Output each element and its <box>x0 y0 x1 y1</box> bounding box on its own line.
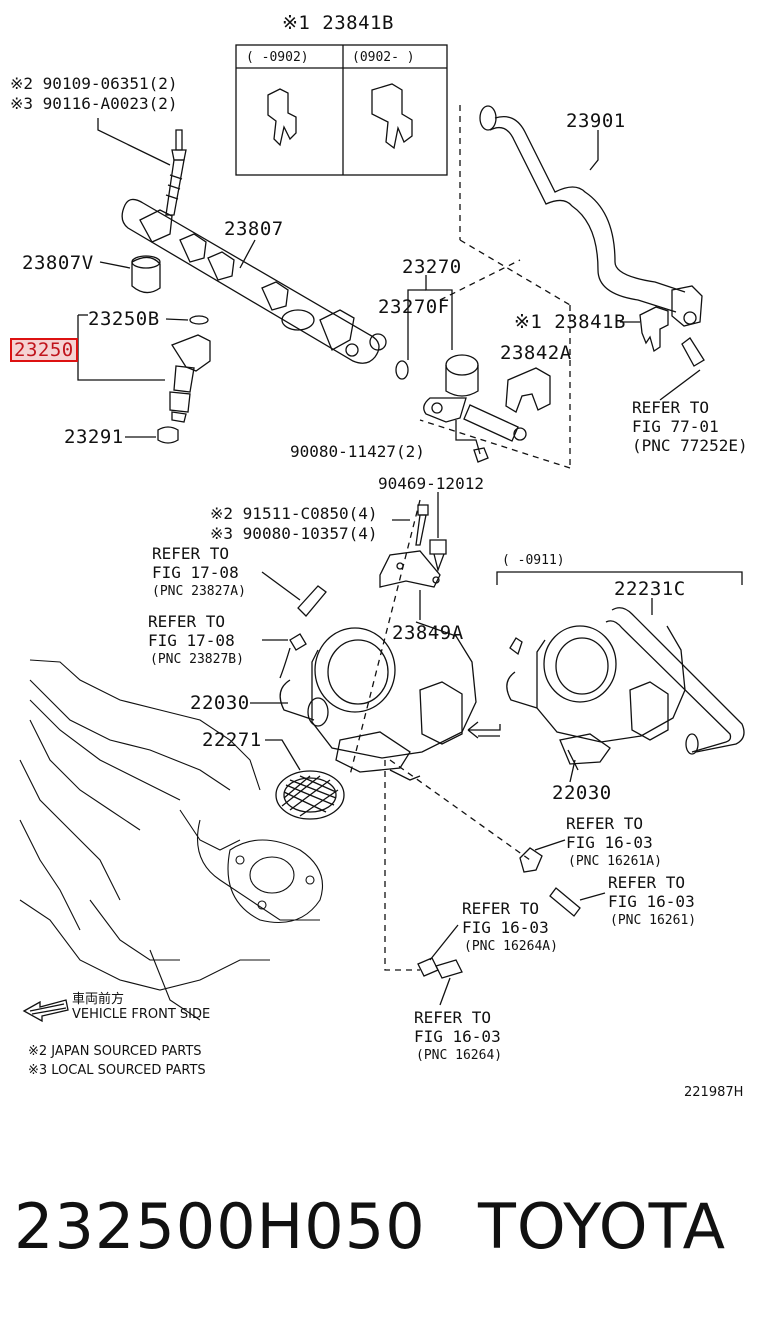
label-ref16264a-line3: (PNC 16264A) <box>464 939 558 954</box>
label-23841b-mid: ※1 23841B <box>514 311 626 333</box>
label-front-en: VEHICLE FRONT SIDE <box>72 1007 211 1022</box>
clamp-16264a <box>417 957 439 977</box>
label-22030-left: 22030 <box>190 692 250 714</box>
clip-23841b <box>639 306 669 353</box>
label-ref16261a-line3: (PNC 16261A) <box>568 854 662 869</box>
bolt-91511 <box>415 504 429 546</box>
label-ref16264-line3: (PNC 16264) <box>416 1048 503 1063</box>
throttle-body-right-22030 <box>506 625 686 771</box>
label-ref16261a-line1: REFER TO <box>566 814 644 833</box>
label-ref77-line1: REFER TO <box>632 398 710 417</box>
throttle-body-left-22030 <box>279 621 477 781</box>
label-front-jp: 車両前方 <box>72 992 125 1007</box>
hose-23901 <box>479 105 703 327</box>
pressure-regulator-23270 <box>395 354 527 442</box>
hose-16261 <box>549 887 581 917</box>
label-note-japan: ※2 JAPAN SOURCED PARTS <box>28 1044 202 1059</box>
injector-23250 <box>169 334 211 423</box>
label-23901: 23901 <box>566 110 626 132</box>
label-ref1708b-line1: REFER TO <box>148 612 226 631</box>
label-90080-10357: ※3 90080-10357(4) <box>210 524 378 543</box>
label-ref77-line2: FIG 77-01 <box>632 417 719 436</box>
label-ref1708a-line3: (PNC 23827A) <box>152 584 246 599</box>
label-22231c: 22231C <box>614 578 686 600</box>
label-ref16264a-line2: FIG 16-03 <box>462 918 549 937</box>
vehicle-front-arrow-icon <box>22 999 69 1023</box>
label-ref16261a-line2: FIG 16-03 <box>566 833 653 852</box>
bracket-23849a <box>379 550 441 588</box>
o-ring-23250b <box>189 315 209 325</box>
label-ref16261-line1: REFER TO <box>608 873 686 892</box>
label-23807: 23807 <box>224 218 284 240</box>
hose-22231c <box>605 607 745 755</box>
label-ref16264-line2: FIG 16-03 <box>414 1027 501 1046</box>
gasket-22271 <box>275 770 345 820</box>
fuel-rail-23807 <box>121 198 387 364</box>
label-ref77-line3: (PNC 77252E) <box>632 436 748 455</box>
label-note-local: ※3 LOCAL SOURCED PARTS <box>28 1063 206 1078</box>
label-22030-right: 22030 <box>552 782 612 804</box>
label-ref1708b-line2: FIG 17-08 <box>148 631 235 650</box>
intake-manifold-outline <box>19 659 324 1021</box>
label-23841b-top: ※1 23841B <box>282 12 394 34</box>
clip-90469 <box>429 539 447 573</box>
label-91511: ※2 91511-C0850(4) <box>210 504 378 523</box>
label-23849a: 23849A <box>392 622 464 644</box>
label-23270f: 23270F <box>378 296 450 318</box>
label-range-a: ( -0902) <box>246 50 309 65</box>
label-range-b: (0902- ) <box>352 50 415 65</box>
label-range-c: ( -0911) <box>502 553 565 568</box>
label-ref1708a-line1: REFER TO <box>152 544 230 563</box>
label-23291: 23291 <box>64 426 124 448</box>
label-23842a: 23842A <box>500 342 572 364</box>
grommet-23807v <box>131 255 161 294</box>
label-ref1708b-line3: (PNC 23827B) <box>150 652 244 667</box>
clamp-23842a <box>505 367 551 413</box>
label-ref1708a-line2: FIG 17-08 <box>152 563 239 582</box>
label-ref16264a-line1: REFER TO <box>462 899 540 918</box>
label-ref16261-line3: (PNC 16261) <box>610 913 697 928</box>
label-90469: 90469-12012 <box>378 474 484 493</box>
label-ref16264-line1: REFER TO <box>414 1008 492 1027</box>
label-23807v: 23807V <box>22 252 94 274</box>
fitting-16261a <box>519 847 543 873</box>
label-90080-11427: 90080-11427(2) <box>290 442 425 461</box>
label-90116: ※3 90116-A0023(2) <box>10 94 178 113</box>
label-22271: 22271 <box>202 729 262 751</box>
label-ref16261-line2: FIG 16-03 <box>608 892 695 911</box>
part-number: 232500H050 <box>14 1190 426 1263</box>
brand-name: TOYOTA <box>478 1190 727 1263</box>
label-figure-id: 221987H <box>684 1085 744 1100</box>
label-23270: 23270 <box>402 256 462 278</box>
bolt-90109 <box>165 129 187 216</box>
label-23250b: 23250B <box>88 308 160 330</box>
inset-box-23841b <box>235 44 448 176</box>
bolt-90080-11427 <box>473 447 489 463</box>
label-90109: ※2 90109-06351(2) <box>10 74 178 93</box>
grommet-23291 <box>157 426 179 444</box>
label-23250-highlighted[interactable]: 23250 <box>10 338 78 362</box>
hose-16264 <box>435 959 463 979</box>
